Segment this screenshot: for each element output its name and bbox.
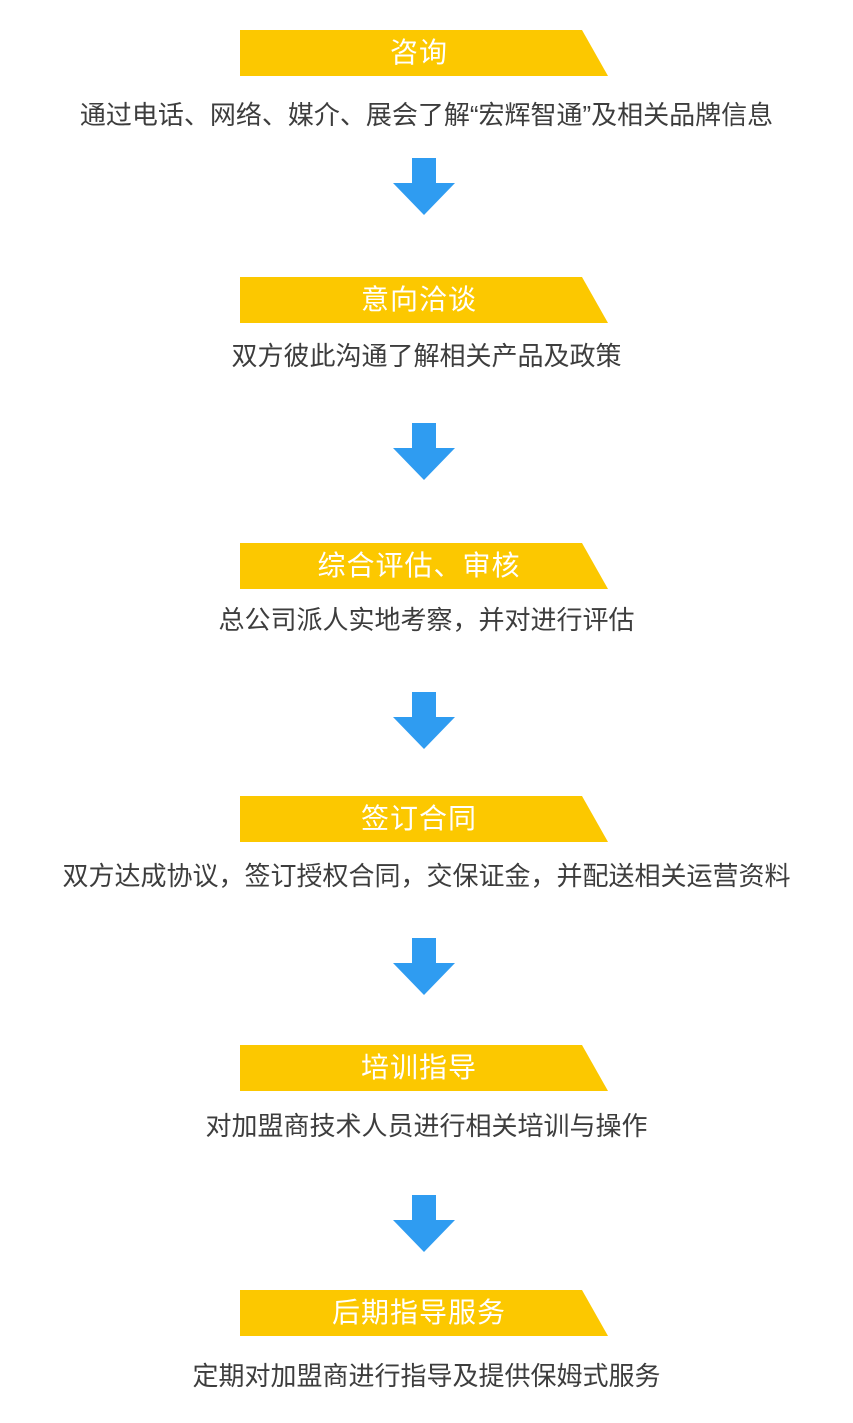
step-banner-intent-negotiation: 意向洽谈 bbox=[240, 277, 608, 323]
step-title: 后期指导服务 bbox=[331, 1297, 506, 1328]
step-title: 培训指导 bbox=[360, 1052, 477, 1083]
step-title: 综合评估、审核 bbox=[317, 550, 521, 581]
step-description: 双方达成协议，签订授权合同，交保证金，并配送相关运营资料 bbox=[62, 861, 791, 891]
step-description: 对加盟商技术人员进行相关培训与操作 bbox=[205, 1111, 648, 1141]
step-title: 意向洽谈 bbox=[360, 284, 477, 315]
step-banner-consultation: 咨询 bbox=[240, 30, 608, 76]
down-arrow-icon bbox=[393, 1195, 455, 1252]
step-description: 总公司派人实地考察，并对进行评估 bbox=[218, 605, 635, 635]
step-description: 通过电话、网络、媒介、展会了解“宏辉智通”及相关品牌信息 bbox=[79, 100, 774, 130]
down-arrow-icon bbox=[393, 423, 455, 480]
step-banner-evaluation-review: 综合评估、审核 bbox=[240, 543, 608, 589]
step-title: 签订合同 bbox=[360, 803, 477, 834]
step-banner-sign-contract: 签订合同 bbox=[240, 796, 608, 842]
step-description: 定期对加盟商进行指导及提供保姆式服务 bbox=[192, 1361, 661, 1391]
down-arrow-icon bbox=[393, 938, 455, 995]
down-arrow-icon bbox=[393, 158, 455, 215]
step-description: 双方彼此沟通了解相关产品及政策 bbox=[231, 341, 622, 371]
step-banner-training-guidance: 培训指导 bbox=[240, 1045, 608, 1091]
step-title: 咨询 bbox=[389, 37, 448, 68]
down-arrow-icon bbox=[393, 692, 455, 749]
step-banner-followup-service: 后期指导服务 bbox=[240, 1290, 608, 1336]
